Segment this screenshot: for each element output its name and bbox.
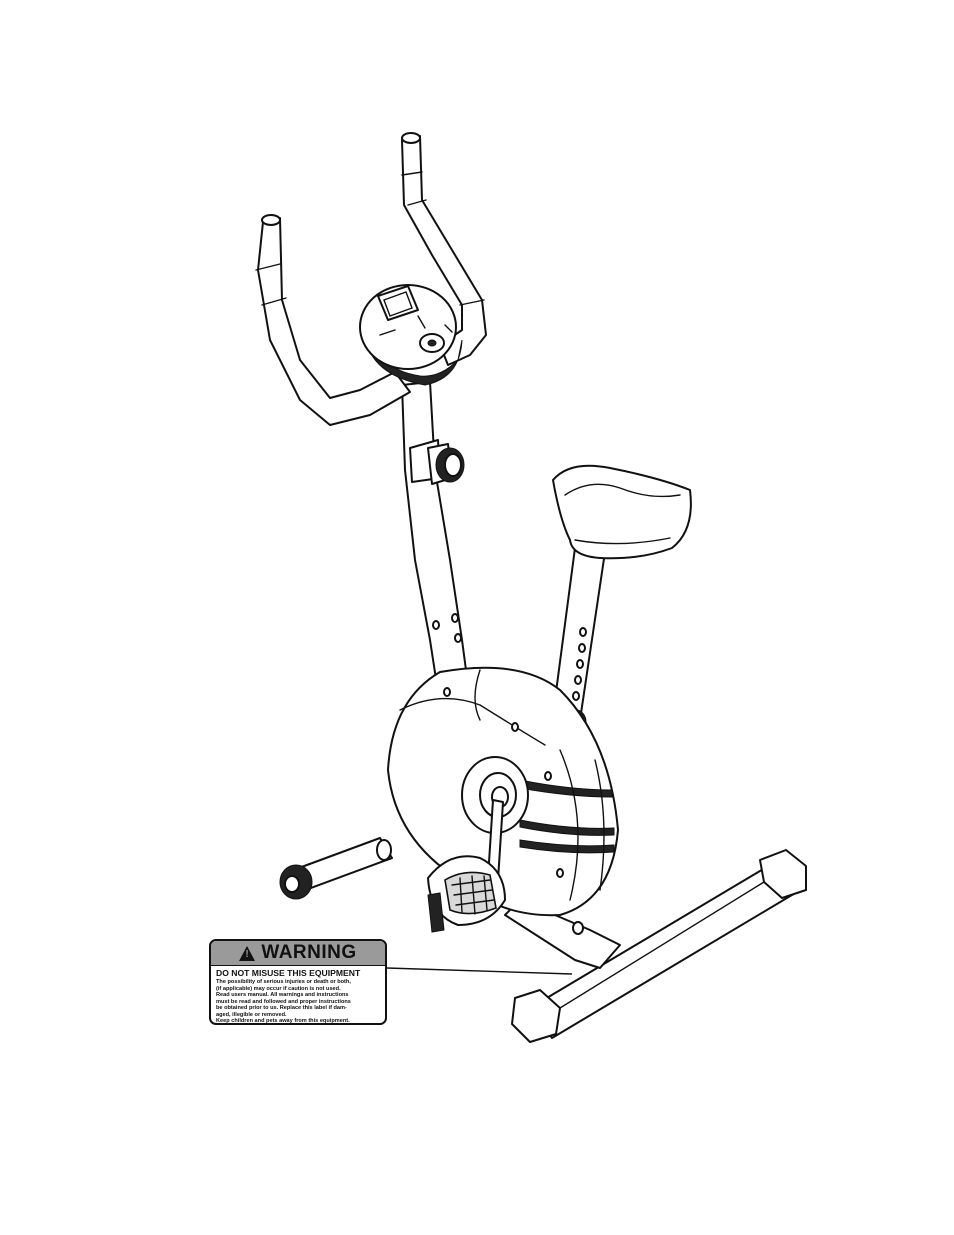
handlebars (255, 132, 487, 426)
warning-label: WARNING DO NOT MISUSE THIS EQUIPMENT The… (209, 939, 387, 1025)
warning-body: The possibility of serious injuries or d… (211, 978, 385, 1024)
rear-stabilizer (279, 837, 393, 900)
warning-line: Read users manual. All warnings and inst… (216, 992, 349, 998)
base-frame (504, 899, 621, 969)
console (359, 284, 463, 386)
crank-pedal (427, 756, 529, 933)
warning-line: Keep children and pets away from this eq… (216, 1018, 350, 1024)
warning-title: WARNING (261, 942, 357, 963)
warning-subtitle: DO NOT MISUSE THIS EQUIPMENT (216, 968, 361, 978)
warning-triangle-icon (239, 945, 256, 961)
warning-line: (if applicable) may occur if caution is … (216, 985, 341, 992)
front-stabilizer (511, 849, 807, 1043)
handlebar-stem (401, 381, 471, 706)
seat (552, 464, 692, 560)
warning-line: The possibility of serious injuries or d… (216, 979, 351, 985)
warning-line: be obtained prior to us. Replace this la… (216, 1005, 347, 1011)
tension-knob (409, 439, 465, 485)
label-leader-line (386, 967, 573, 975)
warning-line: aged, illegible or removed. (216, 1011, 287, 1018)
warning-line: must be read and followed and proper ins… (216, 998, 351, 1005)
warning-header: WARNING (211, 941, 385, 966)
